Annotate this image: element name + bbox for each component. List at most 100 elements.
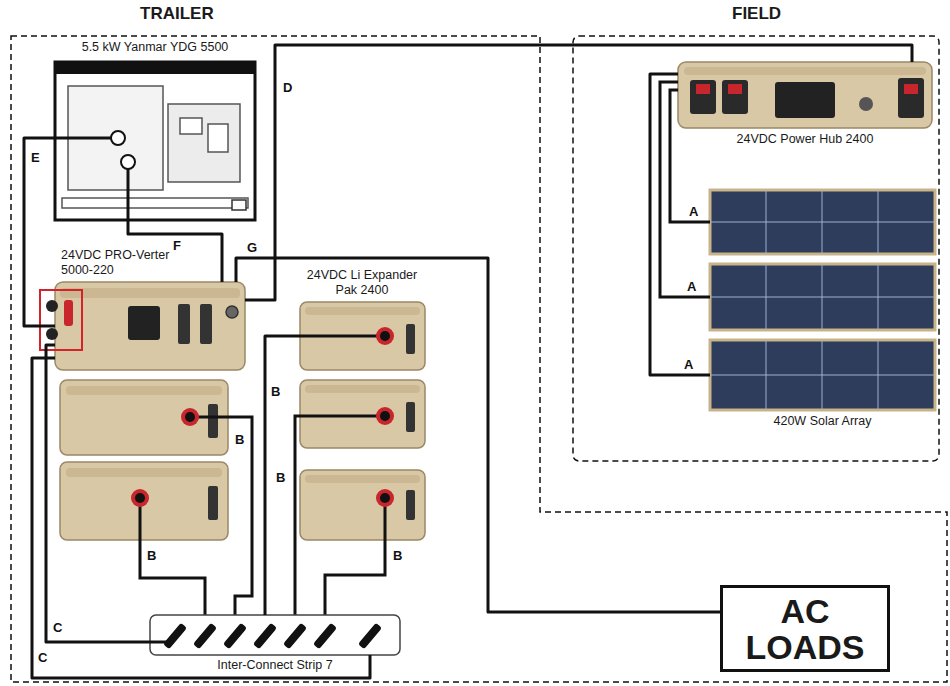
case-lid bbox=[66, 468, 222, 477]
battery-label-plate bbox=[406, 324, 415, 354]
battery-label-plate bbox=[406, 490, 415, 520]
case-lid bbox=[684, 67, 926, 75]
case-lid bbox=[66, 386, 222, 395]
generator-panel bbox=[180, 118, 202, 134]
inverter-label-plate bbox=[200, 304, 212, 344]
wire-stub bbox=[300, 335, 385, 338]
battery-case bbox=[60, 462, 228, 540]
battery-case bbox=[300, 470, 425, 540]
battery-port bbox=[376, 489, 394, 507]
wire-letter: A bbox=[683, 357, 694, 373]
battery-port bbox=[380, 331, 390, 341]
hub-switch bbox=[728, 84, 742, 94]
inverter-case bbox=[55, 282, 245, 370]
field-region: FIELD24VDC Power Hub 2400420W Solar Arra… bbox=[572, 35, 940, 462]
component-label: Inter-Connect Strip 7 bbox=[150, 658, 400, 672]
hub-switch bbox=[904, 84, 918, 94]
wire-letter: A bbox=[688, 204, 699, 220]
battery-port bbox=[376, 407, 394, 425]
battery-case bbox=[300, 302, 425, 370]
wire-letter: A bbox=[686, 279, 697, 295]
generator-outlet bbox=[111, 131, 125, 145]
cable bbox=[24, 138, 55, 326]
dashed-border bbox=[573, 36, 939, 461]
dc-plug bbox=[46, 328, 58, 340]
cable bbox=[46, 345, 150, 642]
generator: 5.5 kW Yanmar YDG 5500 bbox=[55, 62, 255, 220]
strip-body bbox=[150, 615, 400, 655]
hub-output bbox=[898, 78, 924, 118]
wire bbox=[140, 498, 205, 615]
highlight-box bbox=[40, 290, 82, 350]
component-label: 5.5 kW Yanmar YDG 5500 bbox=[55, 40, 255, 55]
inverter-display bbox=[128, 306, 160, 340]
component-label: 420W Solar Array bbox=[710, 414, 935, 429]
wire bbox=[670, 90, 710, 222]
battery-wires bbox=[140, 336, 385, 615]
panel-grid bbox=[710, 264, 935, 330]
hub-knob bbox=[859, 97, 873, 111]
dc-plug bbox=[64, 300, 73, 326]
cable bbox=[650, 74, 710, 375]
power-hub-illustration bbox=[678, 62, 932, 128]
battery-port bbox=[380, 493, 390, 503]
dashed-border bbox=[11, 36, 947, 682]
hub-display bbox=[775, 82, 835, 118]
solar-array: 420W Solar Array bbox=[710, 340, 935, 410]
generator-panel bbox=[208, 124, 228, 152]
wire bbox=[190, 417, 252, 615]
generator-alternator bbox=[168, 104, 240, 182]
battery-port bbox=[376, 327, 394, 345]
component-label: 24VDC Power Hub 2400 bbox=[678, 132, 932, 147]
panel-grid bbox=[710, 190, 935, 254]
region-title: FIELD bbox=[732, 4, 781, 24]
case-lid bbox=[305, 475, 420, 483]
battery-label-plate bbox=[208, 404, 218, 438]
cable bbox=[245, 45, 912, 300]
cable bbox=[236, 258, 720, 612]
battery-pack: 24VDC Li Expander Pak 2400 bbox=[300, 302, 425, 370]
wire-letter: B bbox=[270, 384, 281, 400]
battery-label-plate bbox=[208, 486, 218, 520]
ac-loads-box: AC LOADS bbox=[720, 585, 890, 672]
battery-port bbox=[185, 412, 195, 422]
solar-wires bbox=[660, 82, 710, 297]
panel-grid bbox=[710, 340, 935, 410]
hub-input bbox=[690, 80, 716, 114]
wire bbox=[660, 82, 710, 297]
wire-letter: G bbox=[246, 240, 258, 256]
strip-port bbox=[193, 623, 217, 650]
battery-ports bbox=[131, 327, 394, 507]
box-label: AC LOADS bbox=[735, 593, 875, 665]
case-lid bbox=[305, 307, 420, 315]
wire-letter: D bbox=[282, 80, 293, 96]
hub-switch bbox=[696, 84, 710, 94]
power-hub: 24VDC Power Hub 2400 bbox=[678, 62, 932, 128]
wire-stub bbox=[55, 137, 111, 140]
component-label: 24VDC Li Expander Pak 2400 bbox=[302, 268, 422, 298]
battery-port bbox=[380, 411, 390, 421]
strip-port bbox=[163, 623, 187, 650]
wire bbox=[325, 498, 385, 615]
solar-panel bbox=[710, 264, 935, 330]
generator-illustration bbox=[55, 62, 255, 220]
wire-letter: B bbox=[392, 548, 403, 564]
battery-port bbox=[131, 489, 149, 507]
hub-input bbox=[722, 80, 748, 114]
cable bbox=[265, 336, 300, 615]
region-outline bbox=[572, 35, 940, 462]
generator-foot bbox=[232, 200, 246, 210]
battery-label-plate bbox=[406, 402, 415, 432]
wire bbox=[295, 416, 385, 615]
solar-panels bbox=[710, 190, 935, 410]
inverter-port bbox=[226, 306, 238, 318]
solar-panel bbox=[710, 190, 935, 254]
dc-plug bbox=[46, 300, 58, 312]
generator-frame bbox=[55, 62, 255, 220]
strip-port bbox=[253, 623, 277, 650]
battery-port bbox=[135, 493, 145, 503]
hub-case bbox=[678, 62, 932, 128]
case-lid bbox=[305, 385, 420, 393]
region-title: TRAILER bbox=[140, 4, 214, 24]
